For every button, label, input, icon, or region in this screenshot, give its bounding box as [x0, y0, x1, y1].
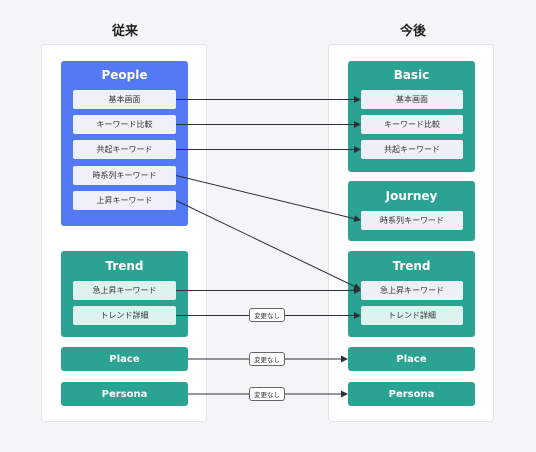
unchanged-badge-trend-detail: 変更なし [249, 308, 285, 322]
before-item-timeseries-keyword: 時系列キーワード [73, 166, 176, 185]
before-item-basic-screen: 基本画面 [73, 90, 176, 109]
after-column-title: 今後 [400, 24, 427, 39]
arrow-rising-keyword [175, 200, 361, 290]
before-trend-group-title: Trend [105, 259, 144, 273]
before-item-rising-keyword: 上昇キーワード [73, 191, 176, 210]
before-place: Place [61, 347, 188, 371]
after-place: Place [348, 347, 475, 371]
after-trend-group-title: Trend [392, 259, 431, 273]
after-item-cooccur-keyword: 共起キーワード [361, 140, 463, 159]
after-persona: Persona [348, 382, 475, 406]
unchanged-badge-place: 変更なし [249, 352, 285, 366]
journey-group-title: Journey [385, 189, 438, 203]
before-item-cooccur-keyword: 共起キーワード [73, 140, 176, 159]
after-item-basic-screen: 基本画面 [361, 90, 463, 109]
people-group-title: People [101, 68, 148, 82]
before-persona: Persona [61, 382, 188, 406]
unchanged-badge-persona: 変更なし [249, 387, 285, 401]
after-item-timeseries-keyword: 時系列キーワード [361, 211, 463, 230]
before-item-trend-detail: トレンド詳細 [73, 306, 176, 325]
basic-group-title: Basic [393, 68, 430, 82]
after-item-keyword-compare: キーワード比較 [361, 115, 463, 134]
after-item-surge-keyword: 急上昇キーワード [361, 281, 463, 300]
arrow-timeseries-keyword [175, 175, 361, 222]
before-column-title: 従来 [112, 24, 139, 39]
before-item-keyword-compare: キーワード比較 [73, 115, 176, 134]
before-item-surge-keyword: 急上昇キーワード [73, 281, 176, 300]
after-item-trend-detail: トレンド詳細 [361, 306, 463, 325]
